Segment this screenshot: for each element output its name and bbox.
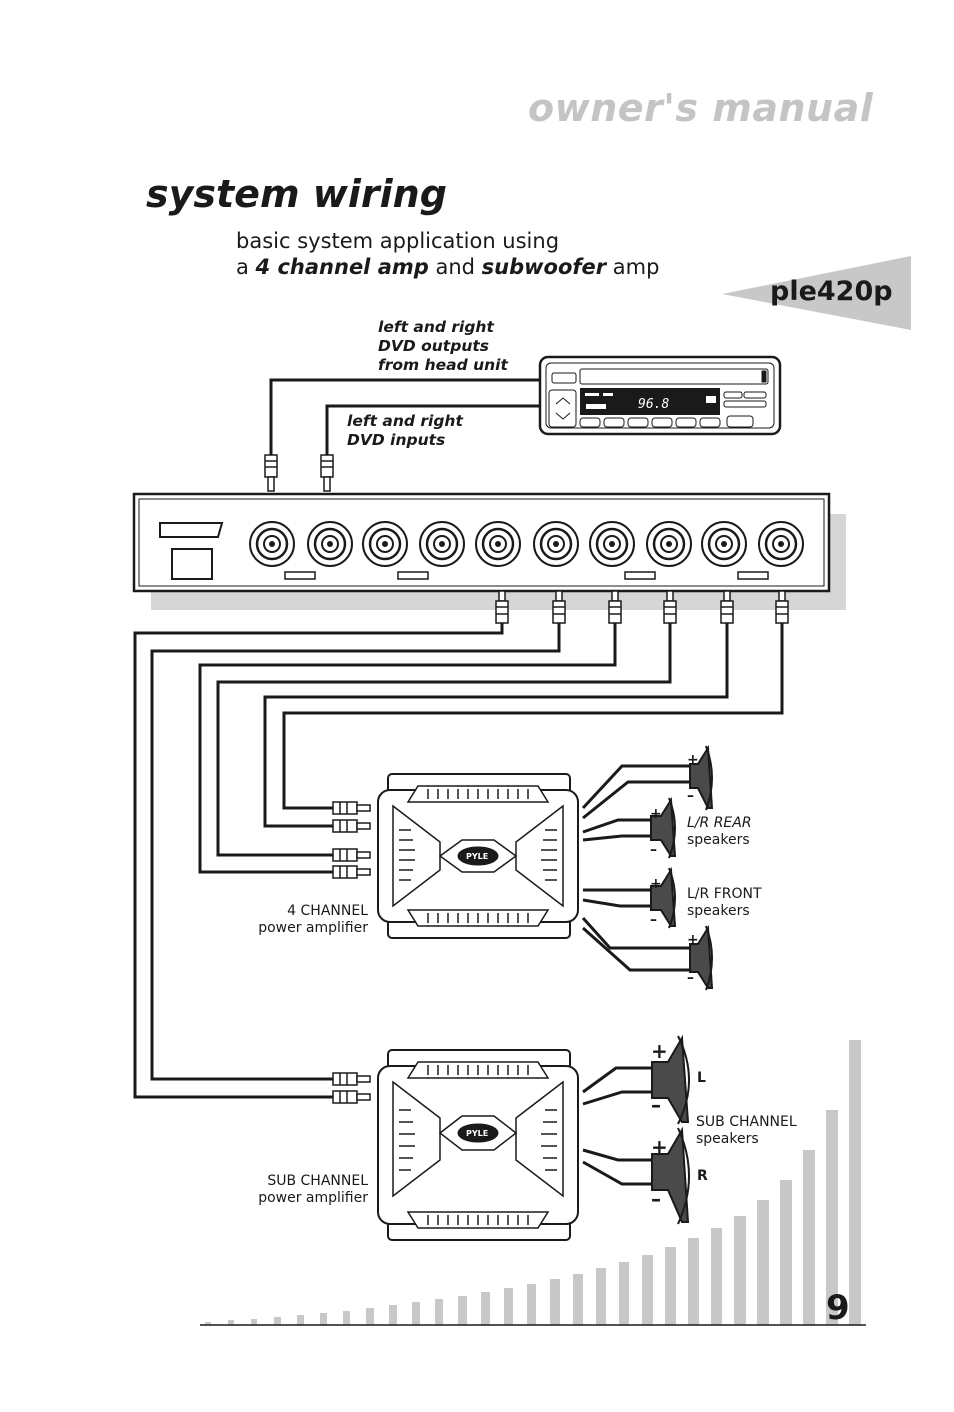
rca-plugs-input (264, 454, 334, 492)
processor-unit (132, 492, 846, 610)
amp2-brand-logo: PYLE (466, 1129, 488, 1138)
pol-minus-subR: – (651, 1187, 661, 1211)
head-unit-outputs-label: left and right DVD outputs from head uni… (378, 318, 508, 374)
rca-plugs-amp (332, 801, 371, 1104)
sub-left-label: L (697, 1070, 706, 1086)
manual-header-title: owner's manual (528, 86, 874, 130)
speaker-front-2 (689, 924, 714, 991)
dvd-inputs-label: left and right DVD inputs (347, 412, 463, 449)
speaker-wires-sub (582, 1066, 652, 1186)
model-tag: ple420p (770, 276, 893, 307)
amp1-brand-logo: PYLE (466, 852, 488, 861)
pol-minus-front1: – (650, 912, 657, 928)
subtitle-line-1: basic system application using (236, 229, 560, 253)
rear-speakers-label: L/R REAR speakers (687, 815, 752, 848)
sub-speakers-label: SUB CHANNEL speakers (696, 1114, 797, 1147)
pol-minus-subL: – (651, 1093, 661, 1117)
decorative-bars (205, 1040, 861, 1325)
model-tag-shape (722, 256, 911, 330)
head-unit-wires (269, 378, 540, 455)
speaker-rear-1 (689, 744, 714, 811)
speaker-wires-4ch (581, 764, 689, 972)
pol-minus-front2: – (687, 970, 694, 986)
pol-plus-rear1: + (687, 752, 699, 768)
head-unit (538, 355, 782, 436)
speaker-front-1 (650, 866, 677, 929)
sub-right-label: R (697, 1168, 708, 1184)
amp-4channel (377, 773, 579, 939)
speaker-rear-2 (650, 796, 677, 859)
pol-plus-subL: + (651, 1039, 668, 1063)
amp4-label: 4 CHANNEL power amplifier (258, 903, 368, 936)
pol-plus-front2: + (687, 932, 699, 948)
subtitle-line-2: a 4 channel amp and subwoofer amp (236, 255, 660, 279)
section-title: system wiring (146, 172, 447, 216)
sub-speaker-left (651, 1034, 690, 1125)
pol-plus-front1: + (650, 876, 662, 892)
signal-wires (133, 623, 784, 1099)
polarity-marks: + – + – + – + – + – + – (650, 752, 699, 1211)
sub-speaker-right (651, 1126, 690, 1225)
front-speakers-label: L/R FRONT speakers (687, 886, 762, 919)
head-unit-display: 96.8 (638, 397, 669, 412)
amp-sub (377, 1049, 579, 1241)
page-number: 9 (826, 1288, 850, 1328)
pol-minus-rear1: – (687, 788, 694, 804)
section-subtitle: basic system application using a 4 chann… (236, 228, 659, 280)
pol-plus-rear2: + (650, 806, 662, 822)
rca-plugs-output (495, 590, 789, 624)
pol-plus-subR: + (651, 1135, 668, 1159)
sub-amp-label: SUB CHANNEL power amplifier (258, 1173, 368, 1206)
pol-minus-rear2: – (650, 842, 657, 858)
